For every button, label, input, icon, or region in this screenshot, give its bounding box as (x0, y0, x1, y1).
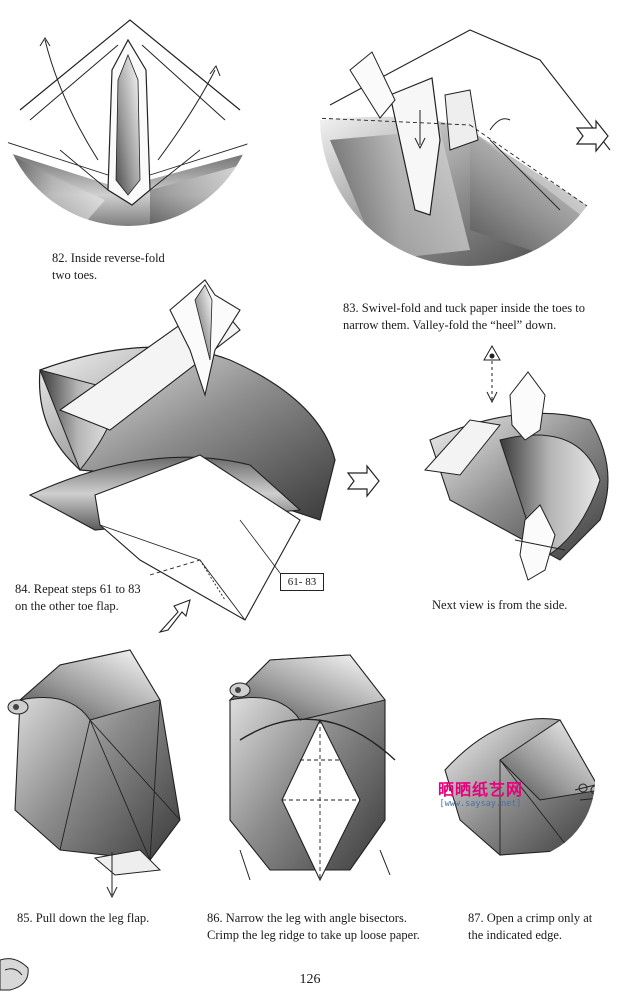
side-view-drawing (424, 355, 609, 581)
step-86-drawing (228, 654, 396, 882)
step-87-caption: 87. Open a crimp only at the indicated e… (468, 911, 593, 942)
step-86-caption: 86. Narrow the leg with angle bisectors.… (207, 911, 420, 942)
eye-icon (483, 344, 501, 361)
watermark: 晒晒纸艺网 [www.saysay.net] (428, 776, 533, 809)
step-87-drawing (435, 700, 595, 860)
next-arrow-icon (575, 119, 609, 153)
corner-decoration (0, 958, 29, 991)
step-83-caption: 83. Swivel-fold and tuck paper inside th… (343, 301, 585, 332)
watermark-url: [www.saysay.net] (439, 799, 522, 809)
step-85-caption: 85. Pull down the leg flap. (17, 911, 150, 925)
step-85-drawing (7, 649, 181, 899)
step-82-caption: 82. Inside reverse-fold two toes. (52, 251, 165, 282)
step-84-drawing (28, 279, 336, 621)
step-83-drawing (320, 0, 616, 266)
page-number: 126 (299, 972, 321, 987)
watermark-logo: 晒晒纸艺网 (437, 780, 523, 799)
step-84-caption: 84. Repeat steps 61 to 83 on the other t… (15, 582, 141, 613)
step-reference-box: 61- 83 (280, 573, 324, 591)
push-arrow-icon (158, 599, 191, 633)
next-view-caption: Next view is from the side. (432, 598, 568, 612)
next-arrow-icon-2 (346, 464, 380, 498)
step-82-drawing (0, 0, 256, 226)
